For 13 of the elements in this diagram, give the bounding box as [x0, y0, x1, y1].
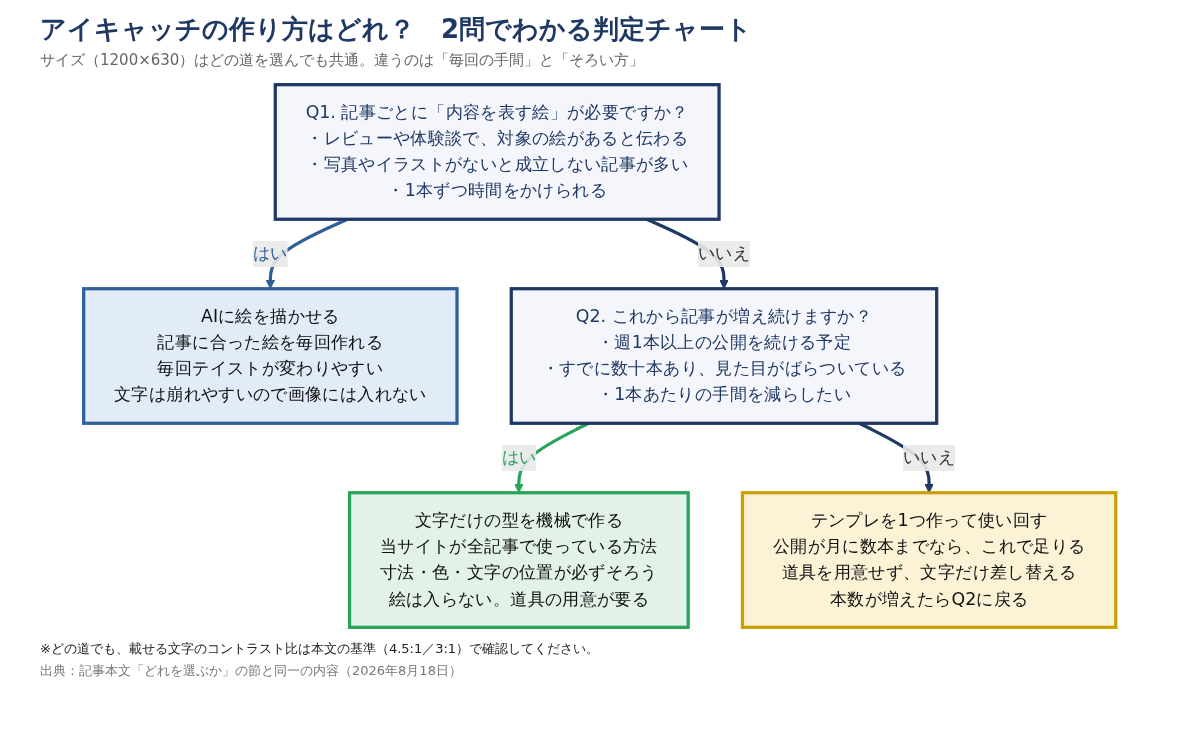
- chart-title: アイキャッチの作り方はどれ？ 2問でわかる判定チャート: [40, 13, 753, 46]
- source-caption: 出典：記事本文「どれを選ぶか」の節と同一の内容（2026年8月18日）: [40, 662, 462, 680]
- node-box: 文字だけの型を機械で作る 当サイトが全記事で使っている方法 寸法・色・文字の位置が必ずそろう 絵は入らない。道具の用意が要る: [348, 491, 691, 629]
- footnote: ※どの道でも、載せる文字のコントラスト比は本文の基準（4.5:1／3:1）で確認してください。: [40, 640, 600, 658]
- subtitle: サイズ（1200×630）はどの道を選んでも共通。違うのは「毎回の手間」と「そろい方」: [40, 51, 645, 70]
- edge-label: はい: [253, 243, 288, 264]
- node-box: Q2. これから記事が増え続けますか？ ・週1本以上の公開を続ける予定 ・すでに数十本あり、見た目がばらついている ・1本あたりの手間を減らしたい: [509, 287, 939, 425]
- node-box: Q1. 記事ごとに「内容を表す絵」が必要ですか？ ・レビューや体験談で、対象の絵があると伝わる ・写真やイラストがないと成立しない記事が多い ・1本ずつ時間をかけられる: [273, 83, 721, 221]
- edge-label: はい: [501, 447, 537, 468]
- edge-label: いいえ: [903, 447, 956, 468]
- node-box: AIに絵を描かせる 記事に合った絵を毎回作れる 毎回テイストが変わりやすい 文字は崩れやすいので画像には入れない: [82, 287, 459, 425]
- edge-label: いいえ: [698, 243, 751, 264]
- node-box: テンプレを1つ作って使い回す 公開が月に数本までなら、これで足りる 道具を用意せず、文字だけ差し替える 本数が増えたらQ2に戻る: [741, 491, 1118, 629]
